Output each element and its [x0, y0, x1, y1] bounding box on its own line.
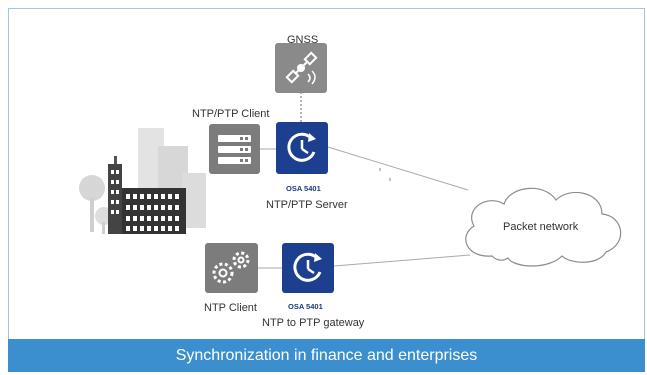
ntp-ptp-server-label: NTP/PTP Server: [266, 199, 348, 211]
server-rack-icon: [209, 124, 260, 174]
gateway-to-network-line: [333, 254, 471, 267]
ntp-client-label: NTP Client: [204, 302, 257, 314]
gateway-model-label: OSA 5401: [288, 302, 323, 311]
ntp-to-ptp-gateway-label: NTP to PTP gateway: [262, 317, 365, 329]
server-model-label: OSA 5401: [286, 184, 321, 193]
server-to-network-line: [327, 146, 469, 191]
cloud-icon: [465, 187, 622, 267]
clock-sync-icon: [276, 122, 328, 174]
ntp-ptp-client-label: NTP/PTP Client: [192, 108, 270, 120]
packet-network-label: Packet network: [503, 221, 579, 233]
caption-text: Synchronization in finance and enterpris…: [175, 346, 478, 364]
satellite-icon: [275, 43, 327, 93]
clock-sync-icon: [282, 243, 334, 293]
gears-icon: [205, 243, 258, 293]
caption-bar: Synchronization in finance and enterpris…: [8, 339, 645, 372]
office-buildings-icon: [79, 128, 206, 234]
